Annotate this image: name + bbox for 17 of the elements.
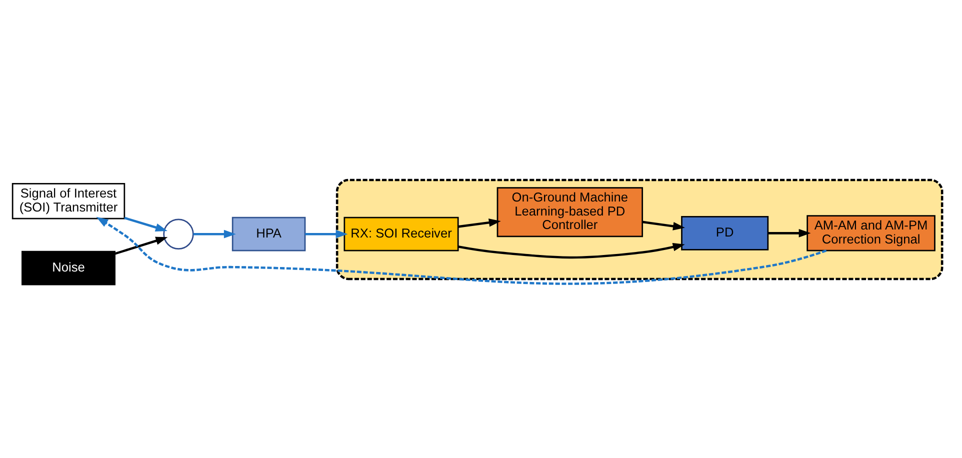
- arrow: [458, 242, 685, 258]
- node-box: AM-AM and AM-PM Correction Signal: [806, 214, 936, 251]
- arrow: [768, 228, 811, 237]
- node-circle: [163, 218, 194, 249]
- arrow: [114, 236, 168, 254]
- node-box: PD: [681, 215, 769, 250]
- arrow: [96, 216, 827, 284]
- arrow: [458, 218, 501, 228]
- node-box: RX: SOI Receiver: [344, 216, 459, 251]
- arrow: [642, 220, 685, 230]
- node-box: HPA: [232, 216, 306, 251]
- arrow: [124, 216, 168, 232]
- node-box: Noise: [22, 250, 116, 285]
- node-box: On-Ground Machine Learning-based PD Controller: [496, 186, 644, 237]
- arrow: [305, 229, 348, 238]
- node-box: Signal of Interest (SOI) Transmitter: [12, 182, 126, 219]
- arrow: [193, 229, 236, 238]
